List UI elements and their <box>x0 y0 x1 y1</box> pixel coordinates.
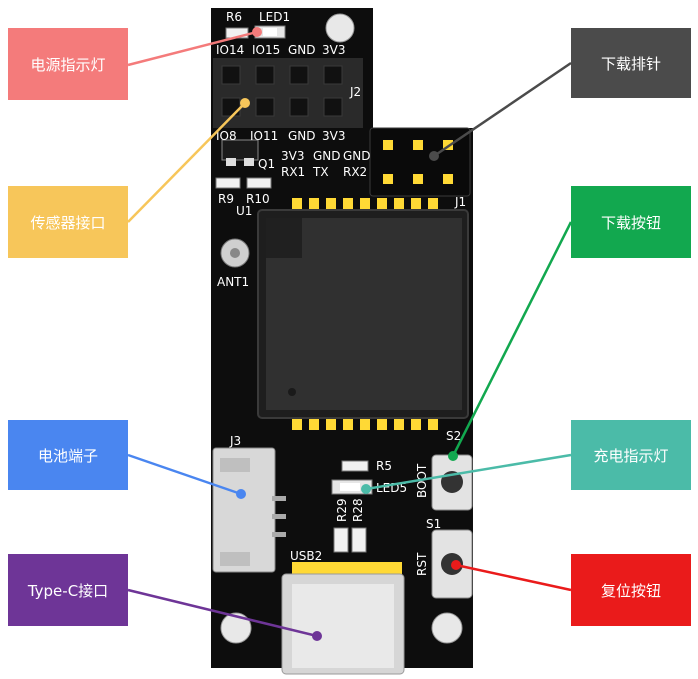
mount-hole-bottom-left <box>220 612 252 644</box>
callout-power-led: 电源指示灯 <box>8 28 128 100</box>
leader-download-button <box>451 221 573 457</box>
module-pad <box>292 198 302 214</box>
module-pad <box>343 198 353 214</box>
silk-j2: J2 <box>349 85 361 99</box>
silk-tx: TX <box>312 165 329 179</box>
silk-rx2: RX2 <box>343 165 367 179</box>
resistor-r29 <box>333 527 349 553</box>
module-pad <box>326 198 336 214</box>
silk-gnd-b: GND <box>288 129 316 143</box>
module-pad <box>394 414 404 430</box>
resistor-r9 <box>215 177 241 189</box>
callout-download-header: 下载排针 <box>571 28 691 98</box>
module-pad <box>394 198 404 214</box>
silk-r28: R28 <box>351 498 365 522</box>
silk-gnd-c: GND <box>313 149 341 163</box>
silk-io14: IO14 <box>216 43 244 57</box>
silk-s2: S2 <box>446 429 461 443</box>
silk-usb2: USB2 <box>290 549 322 563</box>
module-pad <box>326 414 336 430</box>
module-pad <box>411 414 421 430</box>
leader-reset <box>455 563 572 592</box>
silk-q1: Q1 <box>258 157 275 171</box>
silk-rst: RST <box>415 552 429 576</box>
silk-s1: S1 <box>426 517 441 531</box>
module-pad <box>360 198 370 214</box>
module-pad <box>411 198 421 214</box>
silk-r10: R10 <box>246 192 270 206</box>
silk-3v3-c: 3V3 <box>281 149 304 163</box>
silk-r6: R6 <box>226 10 242 24</box>
module-pad <box>343 414 353 430</box>
module-pad <box>292 414 302 430</box>
resistor-r28 <box>351 527 367 553</box>
leader-charge-led <box>365 453 572 491</box>
module-pad <box>377 414 387 430</box>
silk-r5: R5 <box>376 459 392 473</box>
callout-typec-port: Type-C接口 <box>8 554 128 626</box>
resistor-r10 <box>246 177 272 189</box>
callout-battery-terminal: 电池端子 <box>8 420 128 490</box>
silk-io11: IO11 <box>250 129 278 143</box>
mount-hole-bottom-right <box>431 612 463 644</box>
leader-download-header <box>433 61 572 158</box>
download-header-j1 <box>369 127 471 197</box>
board-notch <box>370 8 473 128</box>
leader-battery <box>127 453 242 496</box>
silk-u1: U1 <box>236 204 252 218</box>
silk-io8: IO8 <box>216 129 237 143</box>
silk-3v3-b: 3V3 <box>322 129 345 143</box>
silk-j1: J1 <box>454 195 466 209</box>
callout-download-button: 下载按钮 <box>571 186 691 258</box>
module-pad <box>428 198 438 214</box>
module-pad <box>428 414 438 430</box>
silk-ant1: ANT1 <box>217 275 249 289</box>
transistor-q1 <box>221 139 259 161</box>
battery-connector-j3 <box>212 447 276 573</box>
module-pad <box>309 198 319 214</box>
silk-r9: R9 <box>218 192 234 206</box>
module-pad <box>377 198 387 214</box>
leader-sensor-port <box>127 102 246 223</box>
silk-j3: J3 <box>229 434 241 448</box>
silk-3v3-a: 3V3 <box>322 43 345 57</box>
silk-rx1: RX1 <box>281 165 305 179</box>
silk-gnd-a: GND <box>288 43 316 57</box>
leader-typec <box>127 588 318 638</box>
silk-r29: R29 <box>335 498 349 522</box>
module-pad <box>309 414 319 430</box>
silk-led1: LED1 <box>259 10 290 24</box>
mount-hole-top <box>325 13 355 43</box>
resistor-r5 <box>341 460 369 472</box>
leader-power-led <box>127 30 258 67</box>
silk-io15: IO15 <box>252 43 280 57</box>
callout-charge-led: 充电指示灯 <box>571 420 691 490</box>
module-pad <box>360 414 370 430</box>
callout-reset-button: 复位按钮 <box>571 554 691 626</box>
callout-sensor-port: 传感器接口 <box>8 186 128 258</box>
silk-gnd-d: GND <box>343 149 371 163</box>
